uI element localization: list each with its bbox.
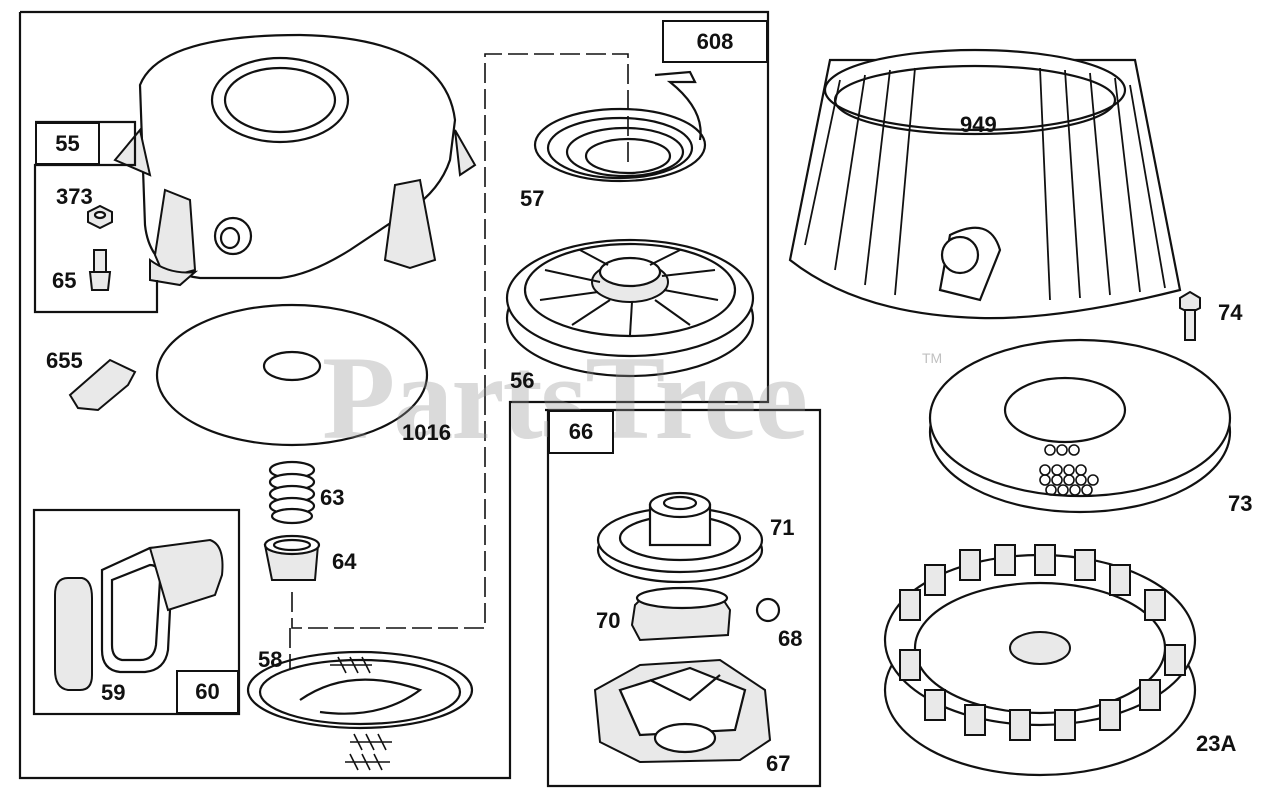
flywheel-23A <box>883 544 1197 777</box>
screw-74 <box>1179 290 1201 341</box>
spring-63 <box>268 460 316 525</box>
part-label-56: 56 <box>510 368 535 393</box>
part-label-67: 67 <box>766 751 791 776</box>
cup-67 <box>593 658 772 764</box>
part-label-70: 70 <box>596 608 621 633</box>
watermark-trademark: TM <box>922 350 943 366</box>
nut-373 <box>87 204 113 230</box>
rope-58 <box>246 650 474 771</box>
part-label-58: 58 <box>258 647 283 672</box>
group-label-55: 55 <box>35 122 100 165</box>
part-label-68: 68 <box>778 626 803 651</box>
part-label-23A: 23A <box>1196 731 1237 756</box>
group-label-608: 608 <box>662 20 768 63</box>
part-label-59: 59 <box>101 680 126 705</box>
part-label-655: 655 <box>46 348 83 373</box>
part-label-65: 65 <box>52 268 77 293</box>
part-label-74: 74 <box>1218 300 1243 325</box>
part-label-73: 73 <box>1228 491 1253 516</box>
spring-57 <box>533 70 707 183</box>
shroud-949 <box>788 48 1182 320</box>
pulley-56 <box>505 238 755 378</box>
clip-655 <box>68 358 137 412</box>
ratchet-70 <box>630 586 732 642</box>
screen-73 <box>928 338 1232 514</box>
plate-1016 <box>155 303 429 447</box>
part-label-373: 373 <box>56 184 93 209</box>
pulley-71 <box>596 491 764 584</box>
group-label-66: 66 <box>548 410 614 454</box>
group-label-60: 60 <box>176 670 239 714</box>
handle-59 <box>54 538 224 691</box>
part-label-63: 63 <box>320 485 345 510</box>
part-label-949: 949 <box>960 112 997 137</box>
part-label-57: 57 <box>520 186 545 211</box>
bolt-65 <box>88 249 112 291</box>
part-label-71: 71 <box>770 515 795 540</box>
part-label-64: 64 <box>332 549 357 574</box>
blower-housing <box>113 33 477 287</box>
main-assembly-frame <box>18 10 822 788</box>
ball-68 <box>755 597 781 623</box>
cup-64 <box>263 534 321 581</box>
part-label-1016: 1016 <box>402 420 451 445</box>
